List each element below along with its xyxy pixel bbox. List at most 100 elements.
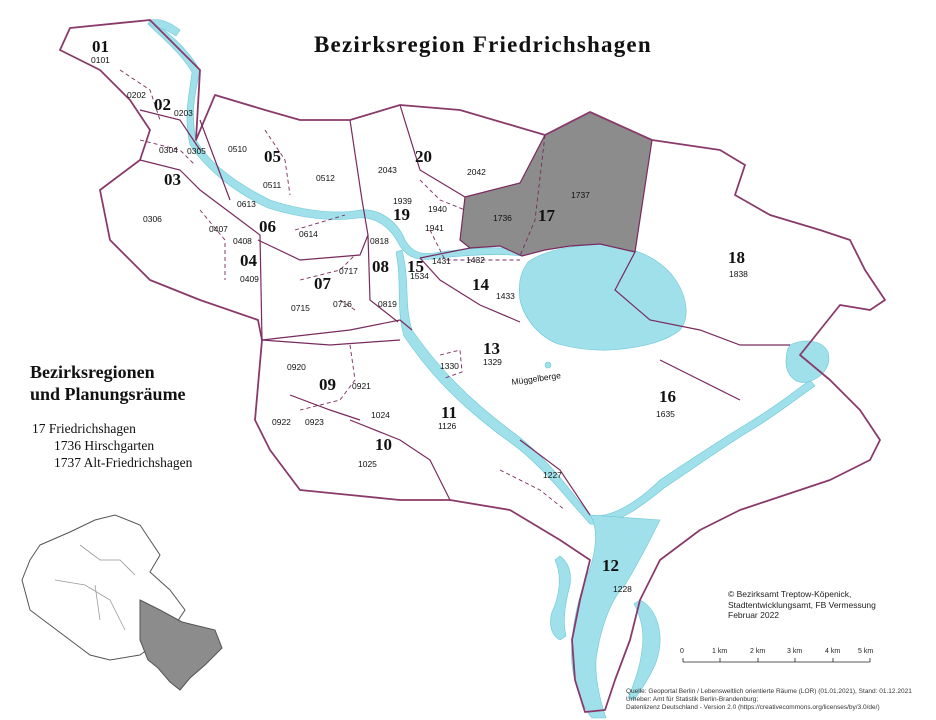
scale-label: 5 km [858,648,873,655]
scale-label: 0 [680,648,684,655]
scalebar: 0 1 km 2 km 3 km 4 km 5 km [680,648,873,663]
planning-label: 0921 [352,381,371,391]
planning-label: 1838 [729,269,748,279]
planning-label: 1126 [438,421,457,431]
planning-label: 1432 [466,255,485,265]
region-label: 19 [393,205,410,224]
region-label: 16 [659,387,676,406]
planning-label: 1736 [493,213,512,223]
legend-name: Hirschgarten [84,438,155,453]
planning-label: 0511 [263,180,282,190]
planning-label: 0202 [127,90,146,100]
region-label: 20 [415,147,432,166]
legend-item: 1736 Hirschgarten [32,437,192,454]
legend-item: 1737 Alt-Friedrichshagen [32,454,192,471]
region-label: 06 [259,217,276,236]
page-title: Bezirksregion Friedrichshagen [314,32,652,57]
scale-label: 4 km [825,648,840,655]
region-label: 02 [154,95,171,114]
region-label: 08 [372,257,389,276]
source-line: Urheber: Amt für Statistik Berlin-Brande… [626,696,759,703]
treptow-koepenick-inset [139,599,223,691]
planning-label: 0306 [143,214,162,224]
region-label: 17 [538,206,556,225]
legend-list: 17 Friedrichshagen 1736 Hirschgarten 173… [32,420,192,471]
berlin-inset-map [21,514,223,691]
planning-label: 0203 [174,108,193,118]
planning-label: 1024 [371,410,390,420]
planning-label: 0101 [91,55,110,65]
region-label: 09 [319,375,336,394]
copyright-line: © Bezirksamt Treptow-Köpenick, [728,589,852,599]
spree-upper-arm [149,19,181,37]
copyright-note: © Bezirksamt Treptow-Köpenick, Stadtentw… [728,589,876,621]
planning-label: 0304 [159,145,178,155]
planning-label: 1431 [432,256,451,266]
planning-label: 2042 [467,167,486,177]
planning-label: 1941 [425,223,444,233]
legend-name: Alt-Friedrichshagen [83,455,193,470]
planning-label: 0819 [378,299,397,309]
legend-heading-line: Bezirksregionen [30,362,155,382]
planning-label: 0818 [370,236,389,246]
legend-name: Friedrichshagen [48,421,136,436]
planning-label: 1228 [613,584,632,594]
region-label: 07 [314,274,332,293]
region-label: 15 [407,257,424,276]
scale-label: 3 km [787,648,802,655]
region-17-highlight[interactable] [459,111,653,257]
legend-code: 1736 [54,438,81,453]
planning-label: 1737 [571,190,590,200]
source-note: Quelle: Geoportal Berlin / Lebensweltlic… [626,688,912,712]
planning-label: 0614 [299,229,318,239]
scale-label: 2 km [750,648,765,655]
planning-label: 0510 [228,144,247,154]
region-label: 11 [441,403,457,422]
planning-label: 0512 [316,173,335,183]
planning-label: 0409 [240,274,259,284]
region-label: 12 [602,556,619,575]
legend-heading-line: und Planungsräume [30,384,186,404]
mueggelsee [518,243,687,351]
legend-code: 1737 [54,455,81,470]
planning-label: 0305 [187,146,206,156]
copyright-line: Stadtentwicklungsamt, FB Vermessung [728,599,876,610]
legend-item: 17 Friedrichshagen [32,420,192,437]
planning-label: 1534 [410,271,429,281]
planning-label: 1330 [440,361,459,371]
zeuthener-see [627,599,661,701]
region-boundaries [139,104,790,516]
source-line: Quelle: Geoportal Berlin / Lebensweltlic… [626,688,912,695]
water-bodies [147,19,830,719]
copyright-line: Februar 2022 [728,610,780,620]
planning-label: 2043 [378,165,397,175]
region-label: 05 [264,147,281,166]
planning-label: 0920 [287,362,306,372]
pond [544,361,552,369]
planning-label: 1635 [656,409,675,419]
planning-labels: 0101 0202 0203 0304 0305 0306 0407 0408 … [91,55,748,594]
region-label: 10 [375,435,392,454]
planning-label: 1329 [483,357,502,367]
district-outline [59,19,886,713]
planning-label: 1939 [393,196,412,206]
planning-label: 0922 [272,417,291,427]
region-label: 04 [240,251,258,270]
dahme-river [395,249,816,525]
region-label: 18 [728,248,745,267]
region-label: 03 [164,170,181,189]
planning-label: 0717 [339,266,358,276]
source-line: Datenlizenz Deutschland - Version 2.0 (h… [626,704,880,711]
planning-label: 1433 [496,291,515,301]
planning-label: 0408 [233,236,252,246]
region-label: 01 [92,37,109,56]
region-labels: 01 02 03 04 05 06 07 08 09 10 11 12 13 1… [92,37,745,575]
legend-code: 17 [32,421,46,436]
planning-label: 1025 [358,459,377,469]
planning-label: 0613 [237,199,256,209]
hill-label: Müggelberge [511,370,562,387]
planning-label: 1940 [428,204,447,214]
region-label: 14 [472,275,490,294]
